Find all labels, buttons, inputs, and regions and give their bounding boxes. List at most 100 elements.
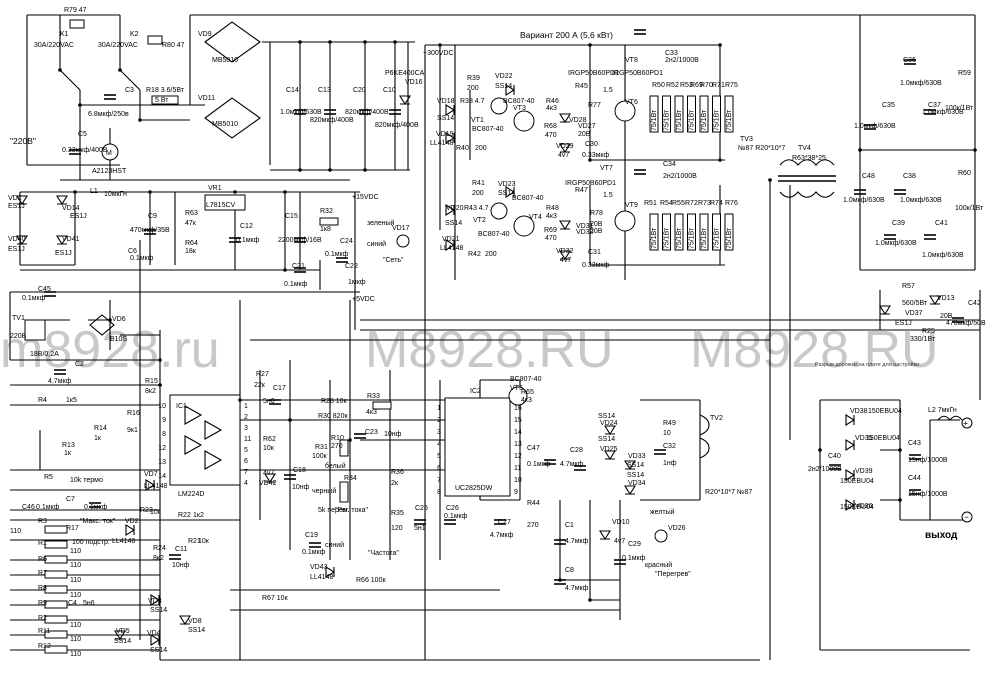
label-r21v: 10к <box>198 538 210 545</box>
array-resistor-value: 75/1Вт <box>726 109 733 131</box>
divider-resistor <box>44 540 68 549</box>
label-vd30v: 20В <box>590 228 603 235</box>
label-c42v: 470мкф/50В <box>946 320 986 327</box>
label-vd38v: 150EBU04 <box>868 408 902 415</box>
label-vd14: VD14 <box>62 205 80 212</box>
diode <box>559 143 571 154</box>
label-c36v: 1.0мкф/630В <box>900 80 942 87</box>
array-resistor <box>687 213 696 251</box>
label-vd13: VD13 <box>937 295 955 302</box>
label-c34: C34 <box>663 161 676 168</box>
diode <box>399 95 411 106</box>
label-c15v: 2200мкф/16В <box>278 237 322 244</box>
ic1-pin: 11 <box>244 436 251 443</box>
vt4-body <box>513 215 535 237</box>
label-r75: R75 <box>725 82 738 89</box>
diode <box>845 439 856 451</box>
out-plus[interactable] <box>961 417 973 429</box>
array-resistor-value: 75/1Вт <box>664 227 671 249</box>
label-vd39v: 150EBU04 <box>840 478 874 485</box>
junction-dot <box>158 383 162 387</box>
diode <box>604 425 616 436</box>
label-c47: C47 <box>527 445 540 452</box>
label-m1: A2123HST <box>92 168 127 175</box>
ic1-pin: 8 <box>162 431 166 438</box>
label-r14v: 1к <box>94 435 102 442</box>
label-v110b: 110 <box>70 548 81 555</box>
label-r30: R30 820к <box>318 413 348 420</box>
array-resistor <box>699 95 709 133</box>
out-minus[interactable] <box>961 511 973 523</box>
array-resistor-value: 75/1Вт <box>689 109 696 131</box>
vt5-body <box>508 386 528 406</box>
junction-dot <box>73 190 77 194</box>
junction-dot <box>298 168 302 172</box>
out-plus-sign: + <box>963 418 968 428</box>
label-c39v: 1.0мкф/630В <box>875 240 917 247</box>
label-vd3: VD3 <box>148 598 162 605</box>
label-vd9: VD9 <box>198 31 212 38</box>
label-c8v: 4.7мкф <box>565 585 589 592</box>
label-c43: C43 <box>908 440 921 447</box>
label-c28: C28 <box>570 447 583 454</box>
label-c30: C30 <box>585 141 598 148</box>
label-r16: R16 <box>127 410 140 417</box>
label-c17: C17 <box>273 385 286 392</box>
label-vd36v: 150EBU04 <box>840 504 874 511</box>
label-c13: C13 <box>318 87 331 94</box>
label-vt1: VT1 <box>471 117 484 124</box>
maks-tok-label: "Макс. ток" <box>80 518 116 525</box>
label-r6: R6 <box>38 556 47 563</box>
junction-dot <box>818 448 822 452</box>
label-c10: C10 <box>383 87 396 94</box>
label-bc4: BC807-40 <box>512 195 544 202</box>
label-r3: R3 <box>38 518 47 525</box>
label-vd4: VD4 <box>147 630 161 637</box>
ic1-pin: 4 <box>244 480 248 487</box>
diode <box>125 524 136 536</box>
label-vd20: VD20 <box>446 205 464 212</box>
label-r15: R15 <box>145 378 158 385</box>
label-vd18: VD18 <box>437 98 455 105</box>
divider-resistor <box>44 525 68 534</box>
diode <box>559 250 571 261</box>
termo-label: 10k термо <box>70 477 103 484</box>
label-vd31v: 20В <box>590 221 603 228</box>
label-c33v: 2н2/1000В <box>665 57 699 64</box>
label-r5: R5 <box>44 474 53 481</box>
label-bc5: BC807-40 <box>478 231 510 238</box>
label-r34: R34 <box>344 475 357 482</box>
ic1-pin: 10 <box>158 403 166 410</box>
label-r65: R65 <box>521 389 534 396</box>
label-vd42: VD42 <box>259 480 277 487</box>
label-vd26: VD26 <box>668 525 686 532</box>
label-r18b: 5 Вт <box>155 97 169 104</box>
label-mb1: MB5010 <box>212 57 238 64</box>
diode <box>445 204 456 216</box>
label-c4: C4 <box>68 600 77 607</box>
label-r59: R59 <box>958 70 971 77</box>
label-c46v: 0.1мкф <box>36 504 60 511</box>
label-c20v: 820мкф/400В <box>345 109 389 116</box>
label-c26v: 0.1мкф <box>444 513 468 520</box>
ic2-pin: 6 <box>437 465 441 472</box>
ic2-label: IC2 <box>470 388 481 395</box>
tv4-note: R63*38*25 <box>792 155 826 162</box>
label-vd32: VD32 <box>556 248 574 255</box>
label-ll1: LL4148 <box>144 483 167 490</box>
ic2-pin: 15 <box>514 417 522 424</box>
label-r2: R2 <box>38 615 47 622</box>
sinii2-label: синий <box>325 541 344 549</box>
label-r60v: 100к/1Вт <box>955 205 984 212</box>
array-resistor <box>712 95 721 133</box>
label-c47v: 0.1мкф <box>527 461 551 468</box>
label-r44: R44 <box>527 500 540 507</box>
label-vd10: VD10 <box>612 519 630 526</box>
label-c31: C31 <box>588 249 601 256</box>
tv2-label: TV2 <box>710 415 723 422</box>
label-c5v: 0.33мкф/400В <box>62 147 108 154</box>
ic2-pin: 5 <box>437 453 441 460</box>
array-resistor <box>699 213 709 251</box>
label-k1v: 30A/220VAC <box>34 42 74 49</box>
